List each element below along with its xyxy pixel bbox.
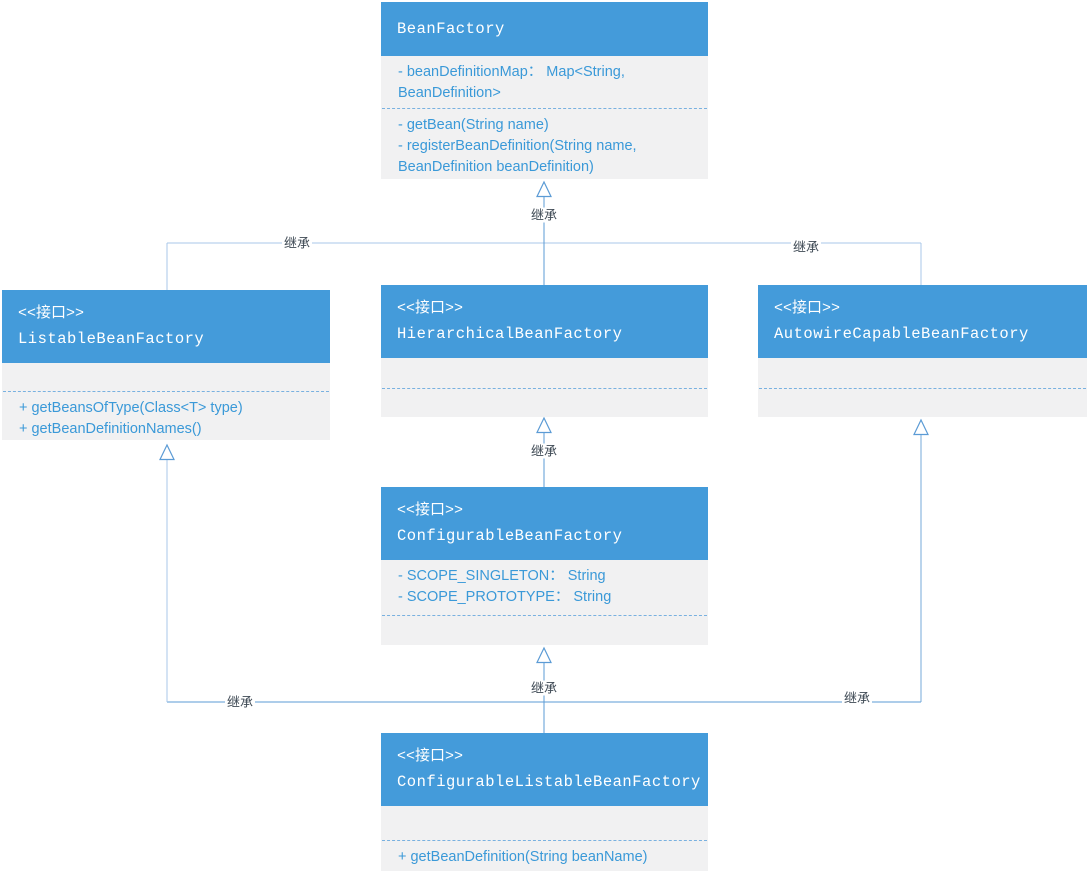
attributes-section bbox=[381, 358, 708, 388]
edge-configurablelistable-to-autowirecapable bbox=[913, 418, 929, 702]
edge-label-inherit: 继承 bbox=[224, 694, 256, 710]
class-body bbox=[758, 358, 1087, 417]
methods-section bbox=[381, 389, 708, 417]
section-divider bbox=[382, 840, 707, 841]
class-name: BeanFactory bbox=[397, 20, 505, 38]
edge-configurablelistable-to-listable bbox=[159, 443, 175, 702]
edge-label-inherit: 继承 bbox=[528, 443, 560, 459]
class-body: - SCOPE_SINGLETON： String - SCOPE_PROTOT… bbox=[381, 560, 708, 645]
class-beanfactory: BeanFactory - beanDefinitionMap： Map<Str… bbox=[381, 2, 708, 179]
methods-section: + getBeansOfType(Class<T> type) + getBea… bbox=[2, 392, 330, 440]
attributes-section: - SCOPE_SINGLETON： String - SCOPE_PROTOT… bbox=[381, 560, 708, 615]
class-stereotype: <<接口>> bbox=[397, 747, 464, 765]
inheritance-arrowhead-icon bbox=[536, 416, 552, 434]
attribute: - SCOPE_SINGLETON： String bbox=[398, 568, 606, 584]
edge-configurablelistable-to-configurable bbox=[536, 646, 552, 733]
class-stereotype: <<接口>> bbox=[774, 299, 841, 317]
attribute: - beanDefinitionMap： Map<String, BeanDef… bbox=[398, 64, 625, 101]
inheritance-arrowhead-icon bbox=[159, 443, 175, 461]
methods-section bbox=[758, 389, 1087, 417]
class-hierarchicalbeanfactory: <<接口>> HierarchicalBeanFactory bbox=[381, 285, 708, 417]
class-name: ConfigurableListableBeanFactory bbox=[397, 772, 701, 791]
attributes-section bbox=[381, 806, 708, 840]
method: + getBeansOfType(Class<T> type) bbox=[19, 400, 243, 416]
class-header: <<接口>> ConfigurableListableBeanFactory bbox=[381, 733, 708, 806]
section-divider bbox=[382, 615, 707, 616]
class-name: ConfigurableBeanFactory bbox=[397, 526, 623, 545]
section-divider bbox=[382, 388, 707, 389]
class-body bbox=[381, 358, 708, 417]
class-body: + getBeansOfType(Class<T> type) + getBea… bbox=[2, 363, 330, 440]
edge-label-inherit: 继承 bbox=[790, 239, 822, 255]
class-header: <<接口>> AutowireCapableBeanFactory bbox=[758, 285, 1087, 358]
edge-label-inherit: 继承 bbox=[841, 690, 873, 706]
methods-section: - getBean(String name) - registerBeanDef… bbox=[381, 109, 708, 179]
edge-configurable-to-hierarchical bbox=[536, 416, 552, 487]
edge-label-inherit: 继承 bbox=[528, 207, 560, 223]
class-autowirecapablebeanfactory: <<接口>> AutowireCapableBeanFactory bbox=[758, 285, 1087, 417]
class-header: <<接口>> ListableBeanFactory bbox=[2, 290, 330, 363]
class-header: BeanFactory bbox=[381, 2, 708, 56]
edge-label-inherit: 继承 bbox=[528, 680, 560, 696]
method: - getBean(String name) bbox=[398, 117, 549, 133]
method: - registerBeanDefinition(String name, Be… bbox=[398, 138, 637, 175]
class-stereotype: <<接口>> bbox=[18, 304, 85, 322]
class-stereotype: <<接口>> bbox=[397, 501, 464, 519]
class-name: AutowireCapableBeanFactory bbox=[774, 324, 1029, 343]
inheritance-arrowhead-icon bbox=[536, 646, 552, 664]
attribute: - SCOPE_PROTOTYPE： String bbox=[398, 589, 612, 605]
attributes-section bbox=[2, 363, 330, 391]
class-configurablelistablebeanfactory: <<接口>> ConfigurableListableBeanFactory +… bbox=[381, 733, 708, 871]
class-header: <<接口>> HierarchicalBeanFactory bbox=[381, 285, 708, 358]
method: + getBeanDefinitionNames() bbox=[19, 421, 202, 437]
class-name: HierarchicalBeanFactory bbox=[397, 324, 623, 343]
class-body: + getBeanDefinition(String beanName) bbox=[381, 806, 708, 871]
method: + getBeanDefinition(String beanName) bbox=[398, 849, 648, 865]
class-body: - beanDefinitionMap： Map<String, BeanDef… bbox=[381, 56, 708, 179]
section-divider bbox=[759, 388, 1086, 389]
edge-label-inherit: 继承 bbox=[281, 235, 313, 251]
methods-section bbox=[381, 616, 708, 645]
class-name: ListableBeanFactory bbox=[18, 329, 205, 348]
inheritance-arrowhead-icon bbox=[913, 418, 929, 436]
edge-hierarchical-to-beanfactory bbox=[536, 180, 552, 285]
attributes-section bbox=[758, 358, 1087, 388]
attributes-section: - beanDefinitionMap： Map<String, BeanDef… bbox=[381, 56, 708, 108]
section-divider bbox=[3, 391, 329, 392]
class-header: <<接口>> ConfigurableBeanFactory bbox=[381, 487, 708, 560]
section-divider bbox=[382, 108, 707, 109]
class-listablebeanfactory: <<接口>> ListableBeanFactory + getBeansOfT… bbox=[2, 290, 330, 440]
methods-section: + getBeanDefinition(String beanName) bbox=[381, 841, 708, 871]
inheritance-arrowhead-icon bbox=[536, 180, 552, 198]
class-configurablebeanfactory: <<接口>> ConfigurableBeanFactory - SCOPE_S… bbox=[381, 487, 708, 645]
class-stereotype: <<接口>> bbox=[397, 299, 464, 317]
